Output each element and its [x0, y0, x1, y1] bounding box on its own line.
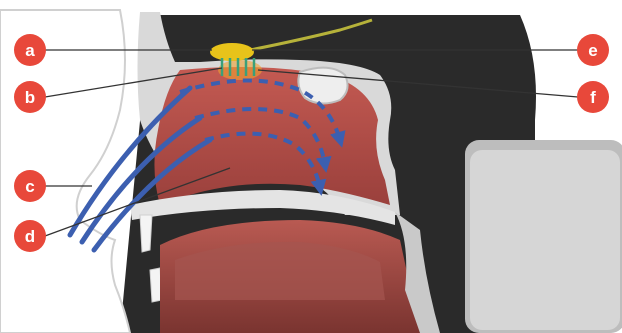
- label-badge-a: a: [14, 34, 46, 66]
- label-badge-c: c: [14, 170, 46, 202]
- label-badge-e: e: [577, 34, 609, 66]
- label-badge-f: f: [577, 81, 609, 113]
- sinus-cavity: [298, 68, 347, 104]
- upper-tooth: [140, 215, 152, 252]
- label-d-text: d: [25, 227, 35, 246]
- olfactory-epithelium-glow: [218, 60, 262, 80]
- label-a-text: a: [25, 41, 35, 60]
- label-e-text: e: [588, 41, 597, 60]
- label-f-text: f: [590, 88, 596, 107]
- vertebra-shade: [470, 150, 620, 330]
- label-b-text: b: [25, 88, 35, 107]
- label-badge-b: b: [14, 81, 46, 113]
- label-badge-d: d: [14, 220, 46, 252]
- olfactory-bulb: [210, 43, 254, 61]
- label-c-text: c: [25, 177, 34, 196]
